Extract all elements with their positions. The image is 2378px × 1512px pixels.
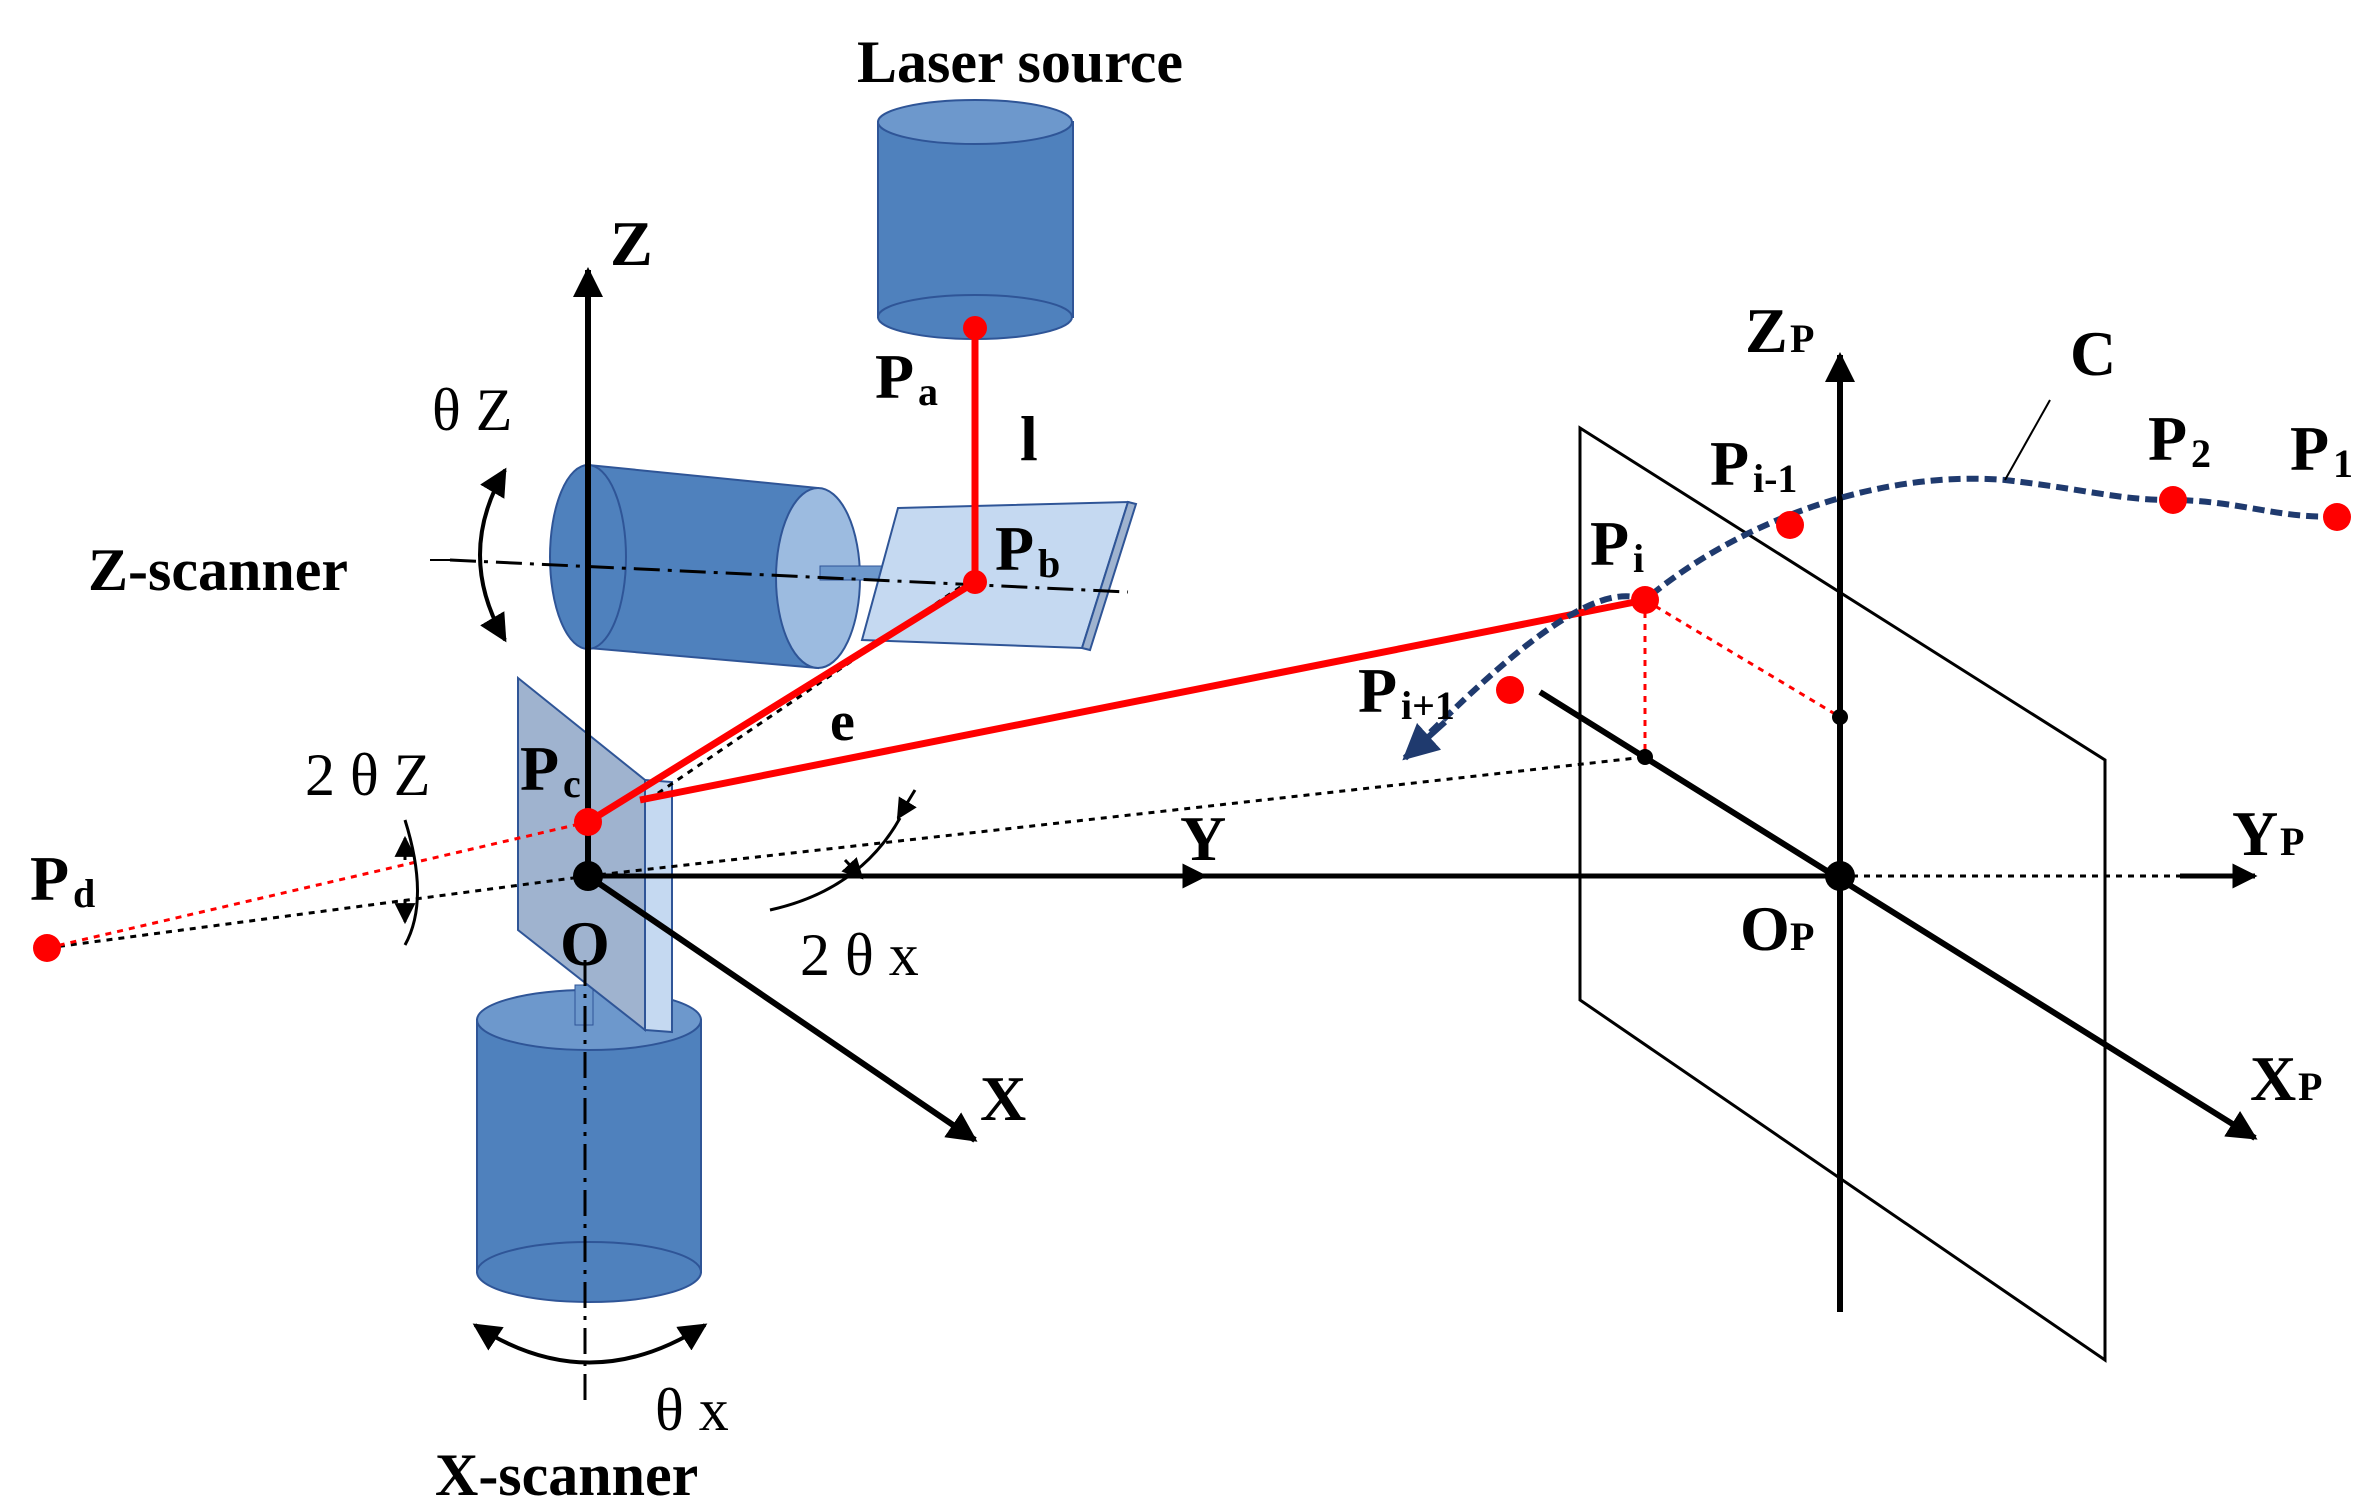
zp-label: Z P bbox=[1745, 295, 1814, 366]
o-projection-dotted-line bbox=[587, 755, 1646, 878]
origin-o-dot bbox=[573, 861, 603, 891]
pd-label: P d bbox=[30, 843, 95, 916]
pa-label: P a bbox=[875, 341, 938, 414]
two-theta-x-arrow-b bbox=[896, 789, 917, 820]
svg-text:P: P bbox=[1790, 316, 1814, 361]
axis-y-label: Y bbox=[1180, 803, 1226, 874]
svg-text:P: P bbox=[995, 513, 1034, 584]
p1-label: P 1 bbox=[2290, 413, 2353, 486]
axis-x-label: X bbox=[980, 1063, 1026, 1134]
svg-text:P: P bbox=[2280, 819, 2304, 864]
svg-text:i+1: i+1 bbox=[1401, 683, 1455, 728]
point-pb bbox=[963, 570, 987, 594]
svg-text:P: P bbox=[30, 843, 69, 914]
svg-text:P: P bbox=[1790, 914, 1814, 959]
svg-text:P: P bbox=[520, 733, 559, 804]
svg-text:X: X bbox=[2250, 1043, 2296, 1114]
theta-x-label: θ x bbox=[655, 1377, 729, 1443]
point-pi-minus-1 bbox=[1776, 511, 1804, 539]
c-label: C bbox=[2070, 318, 2116, 389]
svg-text:c: c bbox=[563, 761, 581, 806]
svg-text:Y: Y bbox=[2232, 798, 2278, 869]
x-scanner-label: X-scanner bbox=[435, 1442, 698, 1507]
xp-label: X P bbox=[2250, 1043, 2322, 1114]
origin-o-label: O bbox=[560, 908, 610, 979]
z-scanner-axis-line bbox=[449, 558, 1129, 594]
x-axis bbox=[586, 873, 978, 1143]
laser-source-cylinder bbox=[877, 99, 1074, 340]
target-plane bbox=[1578, 425, 2107, 1363]
point-pi bbox=[1631, 586, 1659, 614]
axis-z-label: Z bbox=[610, 208, 653, 279]
xp-axis bbox=[1538, 689, 2258, 1141]
two-theta-x-arrow-a bbox=[841, 857, 864, 880]
yp-label: Y P bbox=[2232, 798, 2304, 869]
svg-text:i: i bbox=[1633, 536, 1644, 581]
pd-o-dotted-line bbox=[46, 874, 589, 950]
point-p2 bbox=[2159, 486, 2187, 514]
svg-text:b: b bbox=[1038, 541, 1060, 586]
z-scanner-motor bbox=[549, 463, 891, 670]
svg-text:P: P bbox=[2148, 403, 2187, 474]
svg-text:P: P bbox=[1710, 428, 1749, 499]
svg-text:P: P bbox=[1590, 508, 1629, 579]
e-label: e bbox=[830, 691, 855, 753]
svg-text:1: 1 bbox=[2333, 441, 2353, 486]
op-label: O P bbox=[1740, 893, 1814, 964]
pi-label: P i bbox=[1590, 508, 1644, 581]
svg-text:i-1: i-1 bbox=[1753, 456, 1797, 501]
two-theta-z-label: 2 θ Z bbox=[305, 742, 430, 808]
point-pd bbox=[33, 934, 61, 962]
svg-text:P: P bbox=[1358, 655, 1397, 726]
two-theta-x-arc bbox=[769, 817, 902, 912]
pi-plus-1-label: P i+1 bbox=[1358, 655, 1455, 728]
two-theta-z-bracket bbox=[403, 819, 419, 946]
two-theta-x-label: 2 θ x bbox=[800, 922, 919, 988]
beam-pb-pc bbox=[586, 579, 977, 825]
theta-z-label: θ Z bbox=[432, 377, 512, 443]
z-scanner-label: Z-scanner bbox=[88, 537, 348, 603]
x-mirror bbox=[517, 675, 673, 1034]
theta-x-rotation-arrow bbox=[472, 1323, 708, 1365]
pi-horizontal-drop bbox=[1644, 598, 1841, 719]
pb-label: P b bbox=[995, 513, 1060, 586]
x-scanner-motor bbox=[476, 984, 702, 1303]
point-p1 bbox=[2323, 503, 2351, 531]
p2-label: P 2 bbox=[2148, 403, 2211, 476]
curve-c bbox=[1402, 475, 2341, 761]
point-pi-plus-1 bbox=[1496, 676, 1524, 704]
svg-text:P: P bbox=[875, 341, 914, 412]
laser-source-label: Laser source bbox=[857, 29, 1183, 95]
point-pa bbox=[963, 316, 987, 340]
pi-xy-projection-dot bbox=[1637, 749, 1653, 765]
svg-text:O: O bbox=[1740, 893, 1790, 964]
point-pc bbox=[574, 808, 602, 836]
curve-direction-arrow bbox=[1402, 719, 1448, 761]
origin-op-dot bbox=[1825, 861, 1855, 891]
pd-pc-red-dotted-line bbox=[46, 820, 589, 950]
svg-text:a: a bbox=[918, 369, 938, 414]
c-leader-line bbox=[2004, 399, 2051, 481]
svg-text:P: P bbox=[2298, 1064, 2322, 1109]
svg-text:Z: Z bbox=[1745, 295, 1788, 366]
pc-label: P c bbox=[520, 733, 581, 806]
theta-z-rotation-arrow bbox=[478, 467, 507, 643]
svg-text:2: 2 bbox=[2191, 431, 2211, 476]
pi-minus-1-label: P i-1 bbox=[1710, 428, 1797, 501]
beam-pc-pi bbox=[639, 596, 1646, 804]
l-label: l bbox=[1020, 403, 1038, 474]
pi-zp-projection-dot bbox=[1832, 709, 1848, 725]
svg-text:P: P bbox=[2290, 413, 2329, 484]
svg-text:d: d bbox=[73, 871, 95, 916]
